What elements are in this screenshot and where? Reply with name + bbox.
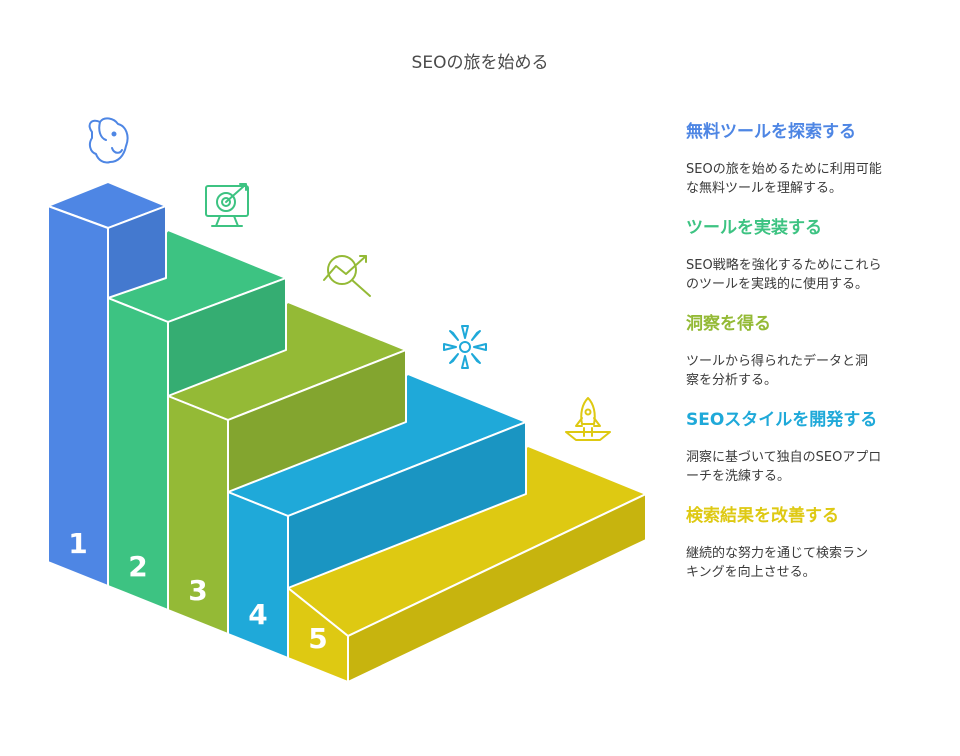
stair-step-3 <box>167 301 407 635</box>
rocket-icon <box>565 397 611 441</box>
step-4-text: SEOスタイルを開発する 洞察に基づいて独自のSEOアプロ ーチを洗練する。 <box>686 408 926 486</box>
step-number-4: 4 <box>248 598 267 631</box>
asterisk-icon <box>443 325 487 369</box>
diagram-title: SEOの旅を始める <box>411 53 549 73</box>
stair-step-1 <box>47 181 167 587</box>
step-5-text: 検索結果を改善する 継続的な努力を通じて検索ラン キングを向上させる。 <box>686 504 926 582</box>
step-number-1: 1 <box>68 527 87 560</box>
stair-step-4 <box>227 373 527 659</box>
step-1-front <box>47 205 109 587</box>
step-2-text: ツールを実装する SEO戦略を強化するためにこれら のツールを実践的に使用する。 <box>686 216 926 294</box>
step-1-description: SEOの旅を始めるために利用可能 な無料ツールを理解する。 <box>686 162 882 196</box>
stair-step-5 <box>287 445 647 683</box>
step-number-3: 3 <box>188 574 207 607</box>
step-3-description: ツールから得られたデータと洞 察を分析する。 <box>686 354 869 388</box>
step-2-description: SEO戦略を強化するためにこれら のツールを実践的に使用する。 <box>686 258 882 292</box>
step-3-text: 洞察を得る ツールから得られたデータと洞 察を分析する。 <box>686 312 926 390</box>
step-1-heading: 無料ツールを探索する <box>686 122 856 142</box>
step-4-description: 洞察に基づいて独自のSEOアプロ ーチを洗練する。 <box>686 450 882 484</box>
step-5-description: 継続的な努力を通じて検索ラン キングを向上させる。 <box>686 546 869 580</box>
step-4-front <box>227 491 289 659</box>
step-5-heading: 検索結果を改善する <box>686 506 839 526</box>
monitor-target-icon <box>205 183 249 227</box>
step-4-heading: SEOスタイルを開発する <box>686 410 878 430</box>
step-1-text: 無料ツールを探索する SEOの旅を始めるために利用可能 な無料ツールを理解する。 <box>686 120 926 198</box>
step-number-5: 5 <box>308 622 327 655</box>
step-3-heading: 洞察を得る <box>686 314 771 334</box>
magnifier-chart-icon <box>323 255 371 297</box>
step-number-2: 2 <box>128 550 147 583</box>
step-2-heading: ツールを実装する <box>686 218 822 238</box>
elephant-icon <box>88 117 129 164</box>
